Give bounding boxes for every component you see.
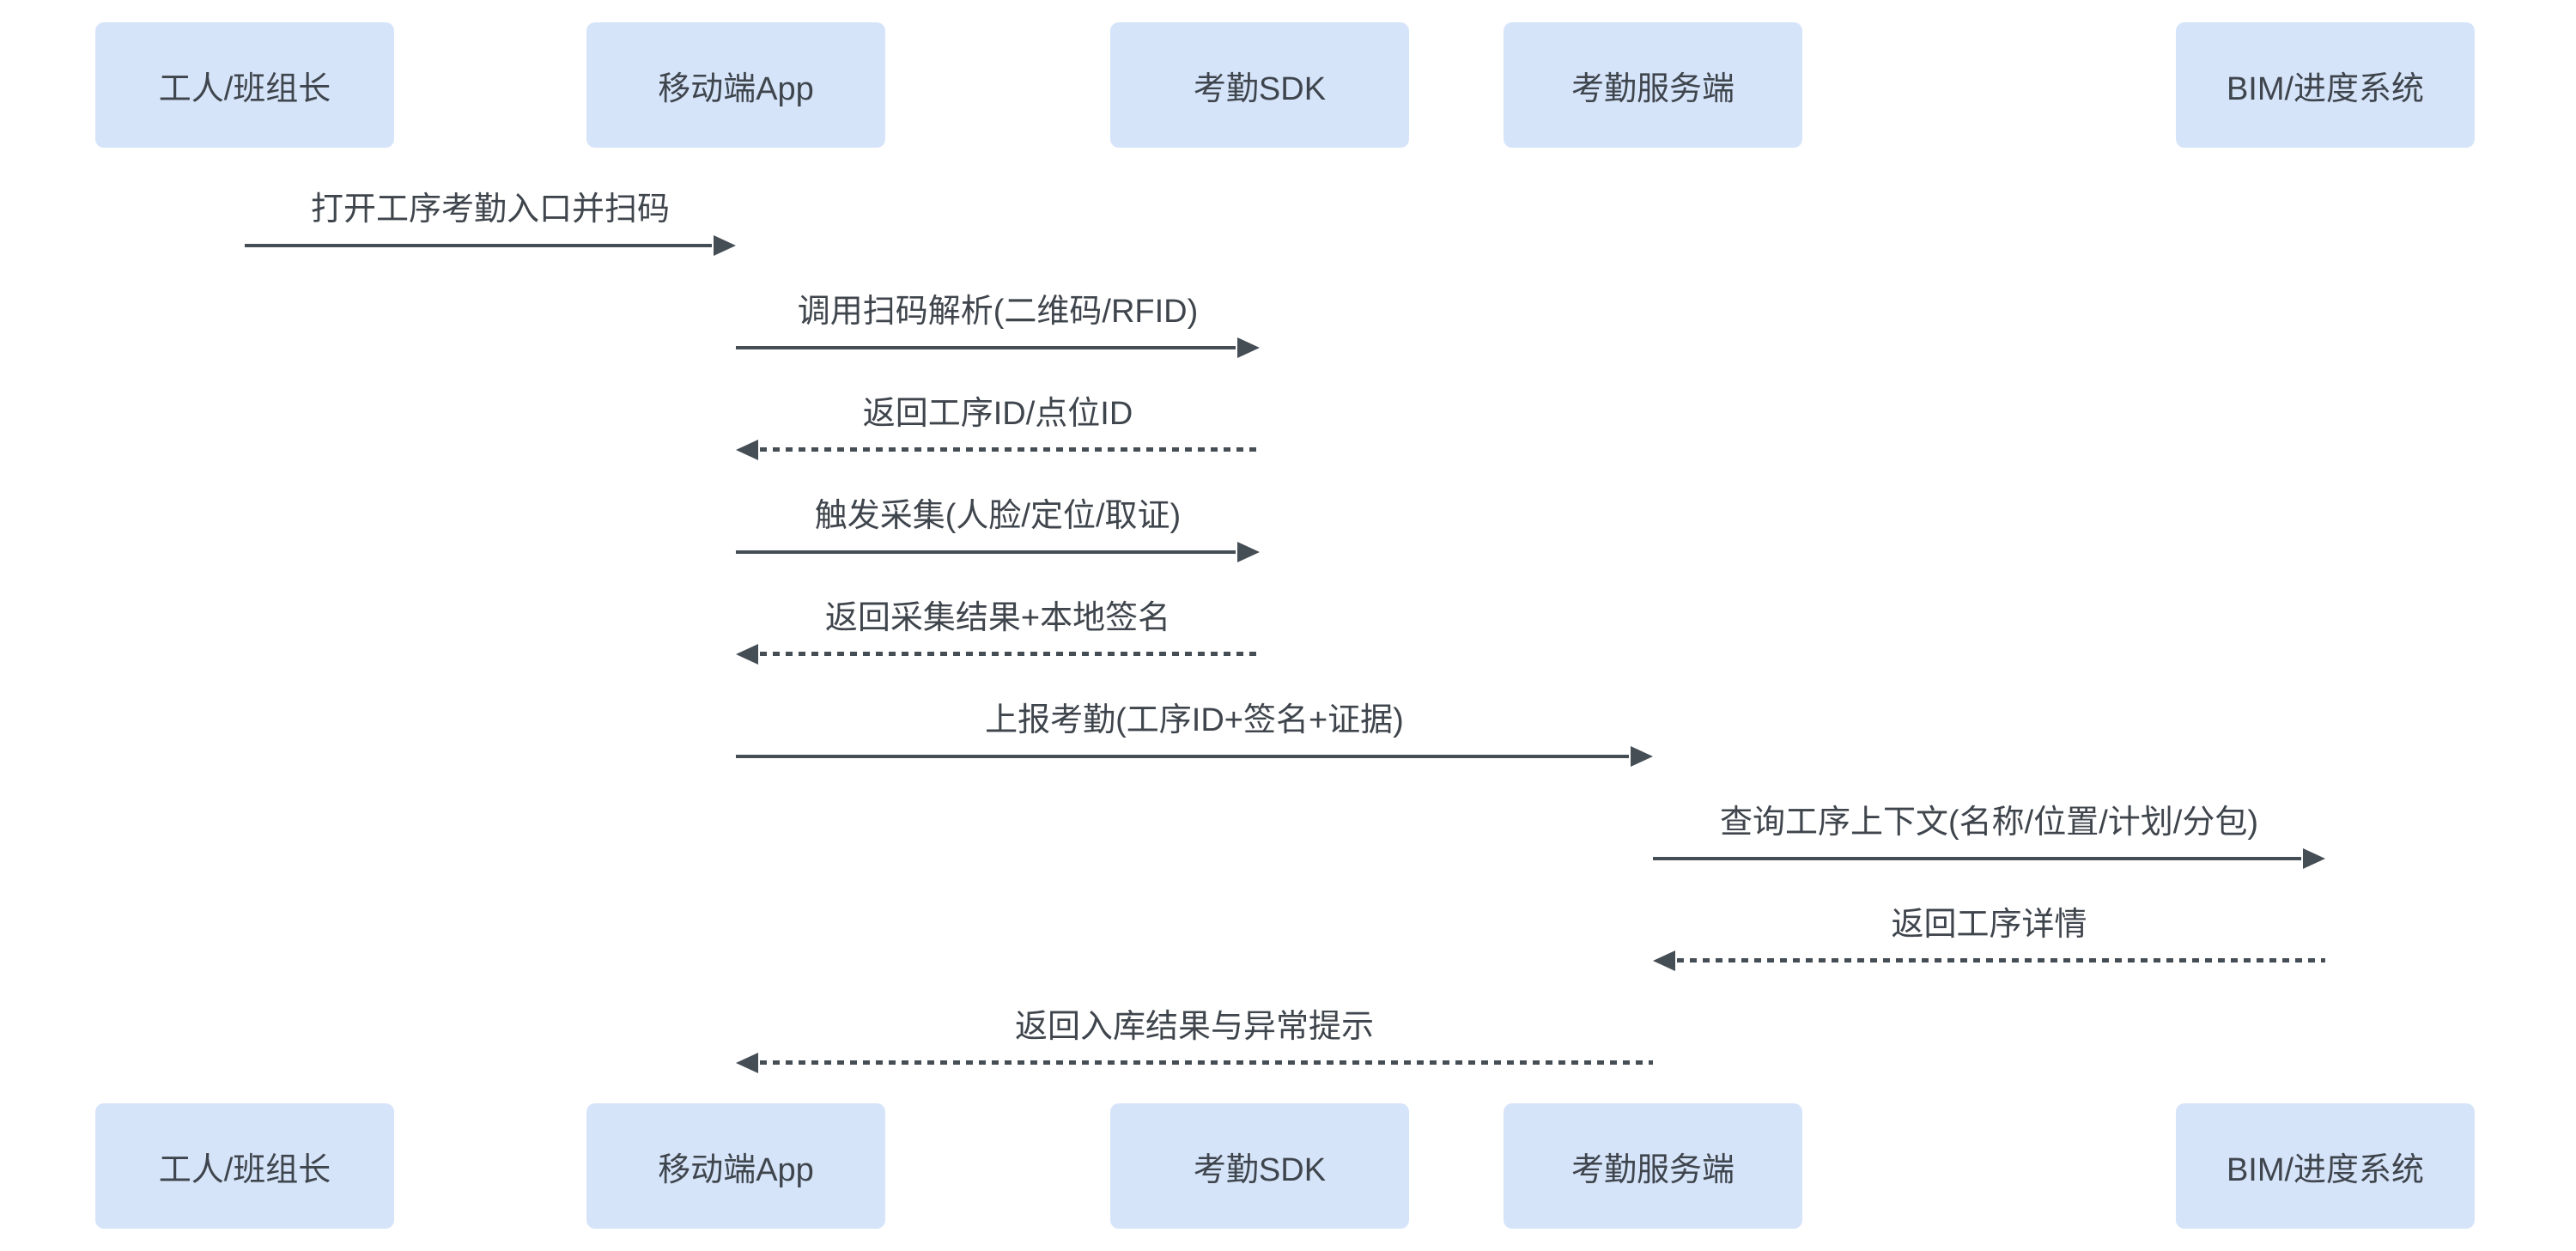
- message-2-line: [736, 346, 1236, 349]
- message-5: 返回采集结果+本地签名: [736, 599, 1260, 668]
- actor-label-sdk: 考勤SDK: [1193, 1151, 1327, 1188]
- message-2-label: 调用扫码解析(二维码/RFID): [797, 294, 1199, 330]
- arrowhead-right-icon: [1631, 746, 1653, 767]
- actor-bottom-bim: BIM/进度系统: [2176, 1103, 2475, 1229]
- actor-label-app: 移动端App: [658, 1151, 814, 1188]
- actor-bottom-sdk: 考勤SDK: [1110, 1103, 1409, 1229]
- message-4-label: 触发采集(人脸/定位/取证): [814, 498, 1182, 534]
- arrowhead-right-icon: [714, 235, 736, 256]
- actor-bottom-server: 考勤服务端: [1504, 1103, 1802, 1229]
- actor-top-bim: BIM/进度系统: [2176, 22, 2475, 148]
- message-8: 返回工序详情: [1653, 906, 2325, 975]
- message-3-label: 返回工序ID/点位ID: [862, 396, 1133, 432]
- arrowhead-left-icon: [736, 1053, 758, 1073]
- message-4: 触发采集(人脸/定位/取证): [736, 497, 1260, 566]
- message-8-label: 返回工序详情: [1891, 907, 2087, 943]
- actor-label-bim: BIM/进度系统: [2226, 70, 2425, 107]
- actor-top-sdk: 考勤SDK: [1110, 22, 1409, 148]
- actor-top-worker: 工人/班组长: [95, 22, 394, 148]
- message-8-line: [1677, 958, 2325, 963]
- actor-label-sdk: 考勤SDK: [1193, 70, 1327, 107]
- arrowhead-right-icon: [1237, 337, 1260, 358]
- message-9-label: 返回入库结果与异常提示: [1014, 1009, 1374, 1045]
- arrowhead-left-icon: [736, 440, 758, 460]
- actor-label-bim: BIM/进度系统: [2226, 1151, 2425, 1188]
- message-4-line: [736, 550, 1236, 554]
- message-6: 上报考勤(工序ID+签名+证据): [736, 701, 1653, 770]
- message-9: 返回入库结果与异常提示: [736, 1008, 1653, 1077]
- message-1: 打开工序考勤入口并扫码: [245, 191, 736, 259]
- arrowhead-left-icon: [1653, 950, 1675, 971]
- message-5-line: [760, 652, 1260, 656]
- actor-top-server: 考勤服务端: [1504, 22, 1802, 148]
- message-9-line: [760, 1060, 1653, 1065]
- actor-label-server: 考勤服务端: [1571, 70, 1735, 107]
- message-6-label: 上报考勤(工序ID+签名+证据): [985, 702, 1404, 738]
- message-7: 查询工序上下文(名称/位置/计划/分包): [1653, 804, 2325, 872]
- message-3-line: [760, 447, 1260, 452]
- message-5-label: 返回采集结果+本地签名: [824, 600, 1171, 636]
- message-6-line: [736, 755, 1629, 758]
- actor-bottom-worker: 工人/班组长: [95, 1103, 394, 1229]
- message-1-line: [245, 244, 712, 247]
- arrowhead-right-icon: [1237, 542, 1260, 562]
- message-7-line: [1653, 857, 2301, 860]
- message-2: 调用扫码解析(二维码/RFID): [736, 293, 1260, 361]
- actor-label-worker: 工人/班组长: [158, 70, 331, 107]
- actor-label-app: 移动端App: [658, 70, 814, 107]
- message-1-label: 打开工序考勤入口并扫码: [310, 191, 670, 228]
- message-3: 返回工序ID/点位ID: [736, 395, 1260, 464]
- actor-label-worker: 工人/班组长: [158, 1151, 331, 1188]
- arrowhead-left-icon: [736, 644, 758, 665]
- arrowhead-right-icon: [2303, 848, 2325, 869]
- actor-bottom-app: 移动端App: [586, 1103, 885, 1229]
- message-7-label: 查询工序上下文(名称/位置/计划/分包): [1720, 805, 2258, 841]
- actor-top-app: 移动端App: [586, 22, 885, 148]
- actor-label-server: 考勤服务端: [1571, 1151, 1735, 1188]
